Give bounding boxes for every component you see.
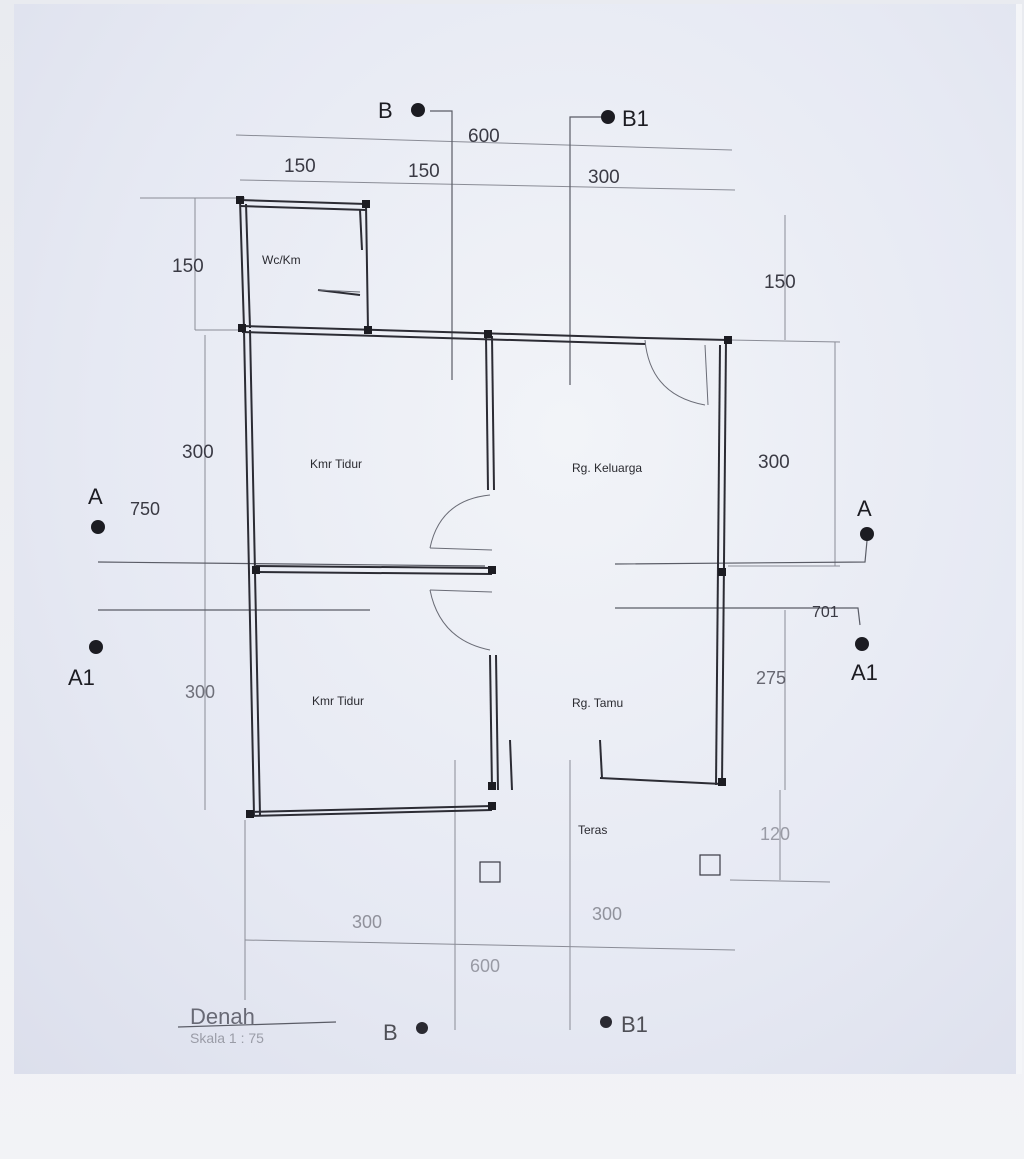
room-label-wc: Wc/Km <box>262 253 301 267</box>
dimension-lines <box>140 134 841 1030</box>
marker-label-a1-right: A1 <box>851 660 878 685</box>
section-lines <box>97 110 869 626</box>
marker-label-b1-bottom: B1 <box>621 1012 648 1037</box>
dim-label-top-150-b: 150 <box>408 161 440 182</box>
section-marker-b-top: B <box>378 98 425 123</box>
dim-label-left-300-b: 300 <box>185 682 215 702</box>
section-marker-a1-left: A1 <box>68 640 103 690</box>
dim-label-bottom-300-b: 300 <box>592 904 622 924</box>
marker-dot-b-bottom <box>416 1022 428 1034</box>
dim-label-bottom-600: 600 <box>470 956 500 976</box>
room-label-living-room: Rg. Tamu <box>572 696 623 710</box>
dim-label-right-701: 701 <box>812 604 839 621</box>
columns <box>236 196 732 818</box>
section-marker-a1-right: A1 <box>851 637 878 685</box>
marker-dot-b-top <box>411 103 425 117</box>
section-marker-a-right: A <box>857 496 874 541</box>
marker-dot-a-right <box>860 527 874 541</box>
marker-dot-b1-top <box>601 110 615 124</box>
dim-label-right-300: 300 <box>758 452 790 473</box>
section-marker-a-left: A <box>88 484 105 534</box>
dim-label-left-300-a: 300 <box>182 442 214 463</box>
dim-label-left-150: 150 <box>172 256 204 277</box>
room-label-family-room: Rg. Keluarga <box>572 461 642 475</box>
marker-dot-a1-right <box>855 637 869 651</box>
dim-label-bottom-300-a: 300 <box>352 912 382 932</box>
dim-label-right-275: 275 <box>756 668 786 688</box>
plan-caption: Denah Skala 1 : 75 <box>177 1004 337 1046</box>
walls <box>239 199 729 817</box>
marker-dot-a-left <box>91 520 105 534</box>
dim-label-right-120: 120 <box>760 824 790 844</box>
dim-label-left-750: 750 <box>130 499 160 519</box>
monitor-screen <box>14 4 1022 1074</box>
caption-scale: Skala 1 : 75 <box>190 1030 264 1046</box>
dim-label-top-150-a: 150 <box>284 156 316 177</box>
marker-label-b-bottom: B <box>383 1020 398 1045</box>
doors <box>317 289 709 651</box>
marker-label-a-left: A <box>88 484 103 509</box>
marker-label-a1-left: A1 <box>68 665 95 690</box>
dim-label-right-150: 150 <box>764 272 796 293</box>
dim-label-top-300: 300 <box>588 167 620 188</box>
room-label-terrace: Teras <box>578 823 607 837</box>
room-label-bedroom-bottom: Kmr Tidur <box>312 694 364 708</box>
section-marker-b1-bottom: B1 <box>600 1012 648 1037</box>
section-marker-b-bottom: B <box>383 1020 428 1045</box>
terrace-pillars <box>479 854 721 883</box>
marker-label-b1-top: B1 <box>622 106 649 131</box>
dim-label-top-600: 600 <box>468 126 500 147</box>
room-label-bedroom-top: Kmr Tidur <box>310 457 362 471</box>
marker-label-a-right: A <box>857 496 872 521</box>
marker-dot-b1-bottom <box>600 1016 612 1028</box>
caption-underline <box>177 1021 337 1028</box>
marker-dot-a1-left <box>89 640 103 654</box>
section-marker-b1-top: B1 <box>601 106 649 131</box>
marker-label-b-top: B <box>378 98 393 123</box>
